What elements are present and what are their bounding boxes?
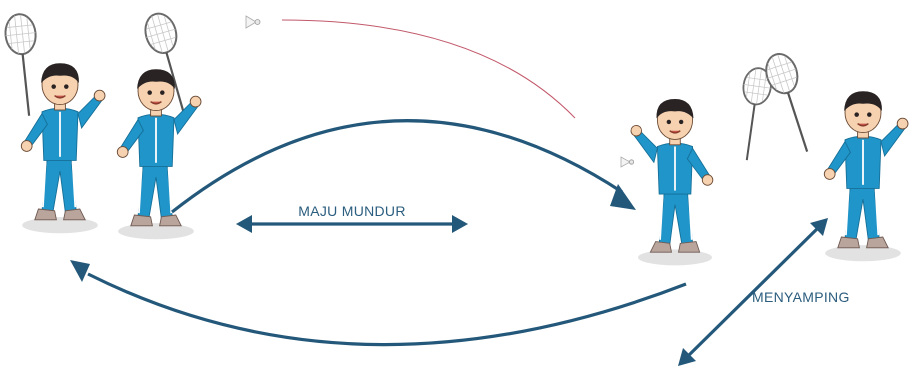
shuttlecock-icon	[620, 156, 635, 168]
player-left-front	[116, 8, 202, 241]
forward-backward-label: MAJU MUNDUR	[298, 203, 406, 219]
player-left-back	[2, 11, 106, 235]
player-right-side	[760, 48, 910, 263]
shuttlecock-trajectory-line	[281, 19, 576, 119]
shuttlecock-icon	[245, 15, 261, 29]
arc-arrow-top	[171, 119, 623, 214]
arc-arrow-bottom	[87, 272, 687, 347]
arc-arrow-top-head	[610, 184, 636, 210]
sideways-label: MENYAMPING	[752, 289, 850, 305]
sideways-arrow	[678, 218, 828, 366]
arc-arrow-bottom-head	[70, 260, 90, 282]
forward-backward-arrow	[236, 215, 468, 233]
player-right-receiving	[620, 65, 775, 267]
